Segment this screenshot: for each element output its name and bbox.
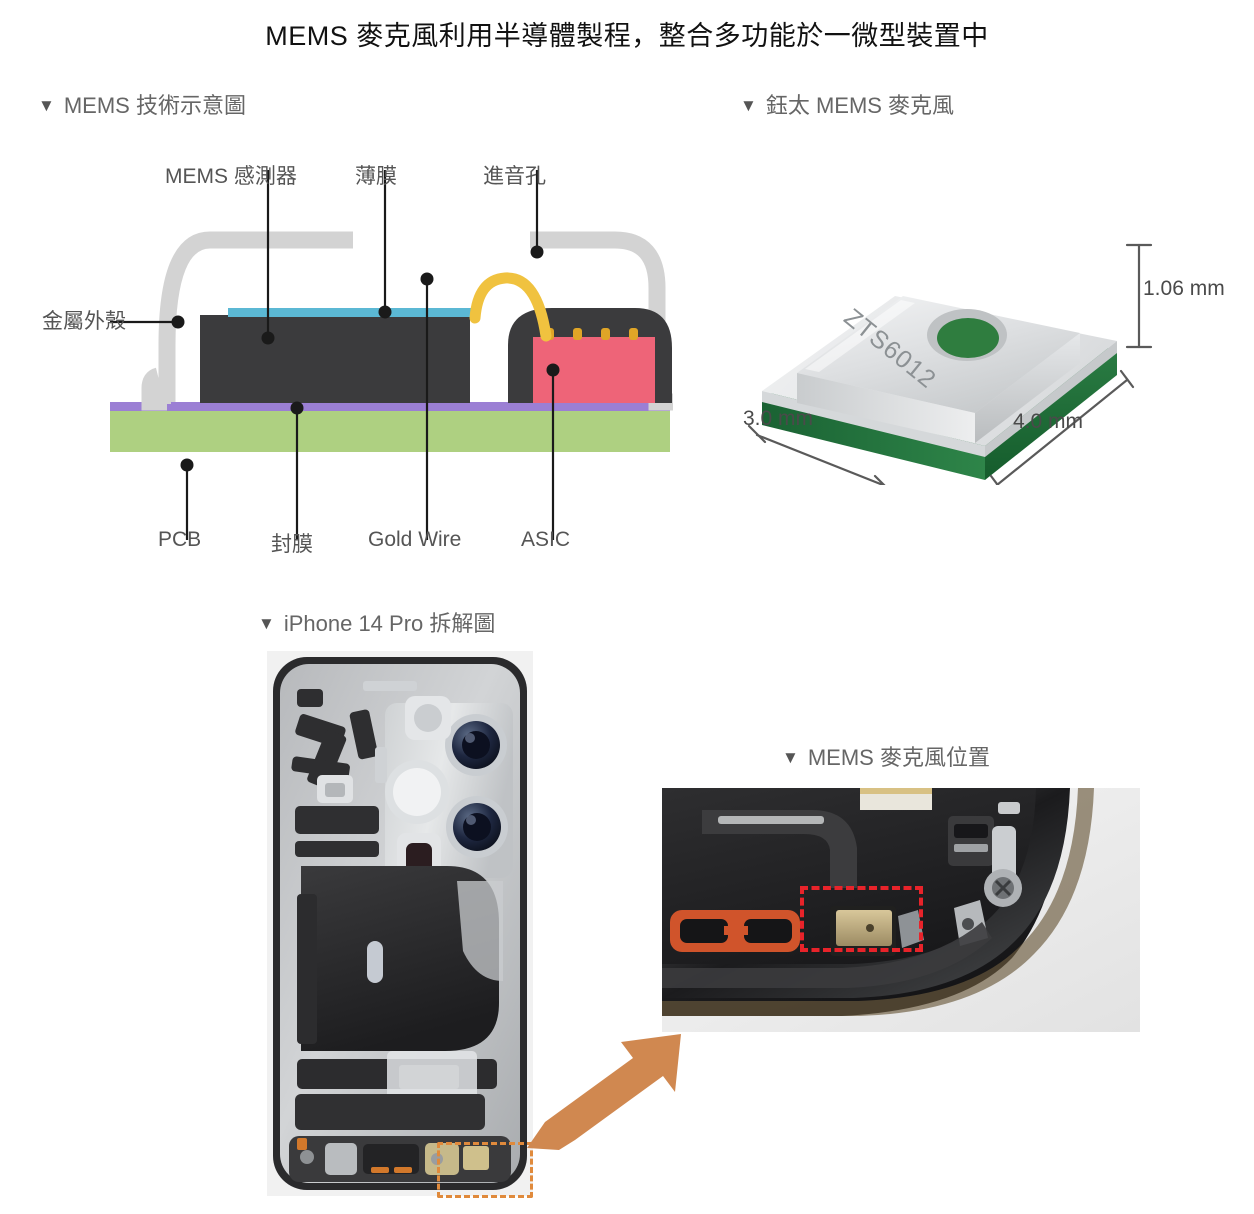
arrow-shape xyxy=(527,1034,681,1150)
pcb-layer xyxy=(110,410,670,452)
section-header-mems-diagram: ▼ MEMS 技術示意圖 xyxy=(38,88,246,120)
bottom-textured-edge xyxy=(662,922,992,988)
membrane-layer xyxy=(228,308,471,317)
triangle-marker-icon: ▼ xyxy=(38,95,55,115)
section-header-mic-location: ▼ MEMS 麥克風位置 xyxy=(782,740,990,772)
label-membrane: 薄膜 xyxy=(355,165,397,188)
mems-microphone-module xyxy=(830,906,896,956)
mems-cross-section-diagram: 金屬外殼 MEMS 感測器 薄膜 進音孔 PCB 封膜 Gold Wire AS… xyxy=(0,140,700,570)
mems-mic-bottom xyxy=(463,1146,489,1170)
lightning-connector xyxy=(363,1144,419,1174)
battery xyxy=(301,866,499,1051)
leader-dots xyxy=(171,245,560,472)
label-pcb: PCB xyxy=(158,528,202,551)
label-gold-wire: Gold Wire xyxy=(368,528,462,551)
dimension-width: 4.0 mm xyxy=(1013,410,1084,433)
dimension-depth: 3.0 mm xyxy=(743,407,814,430)
chip-sound-port-hole xyxy=(927,309,1007,361)
upper-flex-cables xyxy=(291,689,378,788)
triangle-marker-icon: ▼ xyxy=(258,613,275,633)
mems-mic-closeup-image xyxy=(662,788,1140,1032)
triangle-marker-icon: ▼ xyxy=(740,95,757,115)
mems-chip-photo: ZTS6012 1.06 mm 4.0 mm 3.0 mm xyxy=(735,195,1250,485)
taptic-engine xyxy=(295,1094,485,1130)
mic-solder-joint xyxy=(898,910,924,948)
section-label-phone-teardown: iPhone 14 Pro 拆解圖 xyxy=(283,611,496,636)
label-seal-film: 封膜 xyxy=(271,533,313,556)
metal-case-left-stub xyxy=(143,393,171,404)
section-label-chip-photo: 鈺太 MEMS 麥克風 xyxy=(765,93,955,118)
label-asic: ASIC xyxy=(521,528,571,551)
triangle-marker-icon: ▼ xyxy=(782,747,799,767)
chip-metal-lid xyxy=(797,296,1080,443)
label-mems-sensor: MEMS 感測器 xyxy=(165,165,297,188)
dimension-height: 1.06 mm xyxy=(1143,277,1225,300)
iphone-teardown-image xyxy=(267,651,533,1196)
mems-sensor-die xyxy=(200,315,470,403)
speaker-grille xyxy=(371,1167,412,1173)
lightning-connector-closeup xyxy=(670,910,800,952)
battery-pull-tab xyxy=(367,941,383,983)
logic-board-area xyxy=(295,806,379,857)
leader-lines xyxy=(110,170,555,540)
label-sound-port: 進音孔 xyxy=(483,165,546,188)
gold-wire xyxy=(469,272,552,342)
label-metal-case: 金屬外殼 xyxy=(42,310,126,333)
taptic-shield xyxy=(457,881,503,981)
right-components xyxy=(948,802,1022,946)
section-label-mic-location: MEMS 麥克風位置 xyxy=(807,745,990,770)
section-header-chip-photo: ▼ 鈺太 MEMS 麥克風 xyxy=(740,88,954,120)
section-header-phone-teardown: ▼ iPhone 14 Pro 拆解圖 xyxy=(258,606,495,638)
dimension-lines xyxy=(747,243,1153,485)
section-label-mems-diagram: MEMS 技術示意圖 xyxy=(63,93,246,118)
camera-lenses xyxy=(385,714,508,858)
connector-arrow xyxy=(525,1000,725,1150)
flex-cable xyxy=(702,810,857,888)
page-title: MEMS 麥克風利用半導體製程，整合多功能於一微型裝置中 xyxy=(265,21,989,51)
bottom-assembly xyxy=(289,1136,511,1182)
seal-film-layer xyxy=(110,402,670,411)
